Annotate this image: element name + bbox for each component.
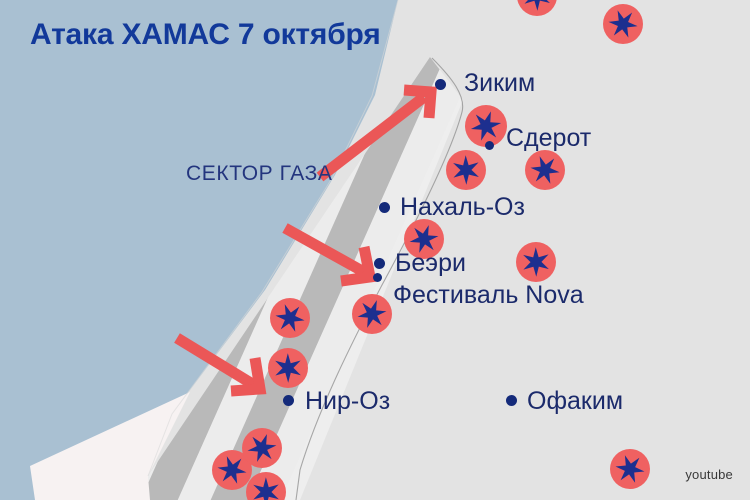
gaza-strip-label: СЕКТОР ГАЗА xyxy=(186,162,333,185)
explosion-marker xyxy=(351,293,393,335)
city-zikim-dot xyxy=(434,78,446,90)
explosion-marker xyxy=(269,297,311,339)
explosion-marker xyxy=(403,218,445,260)
explosion-marker xyxy=(245,471,287,500)
coastal-wedge-lower xyxy=(30,392,190,500)
explosion-marker xyxy=(241,427,283,469)
page-title: Атака ХАМАС 7 октября xyxy=(30,18,381,51)
explosion-marker xyxy=(464,104,508,148)
city-nahal-oz-label: Нахаль-Оз xyxy=(400,193,525,221)
city-beeri-label: Беэри xyxy=(395,249,466,277)
city-nova-label: Фестиваль Nova xyxy=(393,281,584,309)
city-sderot-dot xyxy=(484,140,494,150)
attack-arrow-north xyxy=(316,84,437,182)
explosion-marker xyxy=(609,448,651,490)
attack-arrow-center xyxy=(282,223,377,287)
city-sderot-label: Сдерот xyxy=(506,124,592,152)
explosion-marker xyxy=(602,3,644,45)
explosion-marker xyxy=(445,149,487,191)
attack-arrow-south xyxy=(174,333,267,397)
city-beeri-dot xyxy=(373,257,385,269)
city-zikim-label: Зиким xyxy=(464,69,536,97)
city-nir-oz-label: Нир-Оз xyxy=(305,387,391,415)
city-ofakim-label: Офаким xyxy=(527,387,624,415)
explosion-marker xyxy=(516,0,558,17)
explosion-marker xyxy=(211,449,253,491)
city-nahal-oz-dot xyxy=(378,201,390,213)
explosion-marker xyxy=(515,241,557,283)
explosion-marker xyxy=(267,347,309,389)
city-ofakim-dot xyxy=(505,394,517,406)
city-nir-oz-dot xyxy=(282,394,294,406)
youtube-watermark: youtube xyxy=(685,467,733,482)
city-nova-dot xyxy=(372,272,382,282)
explosion-marker xyxy=(524,149,566,191)
